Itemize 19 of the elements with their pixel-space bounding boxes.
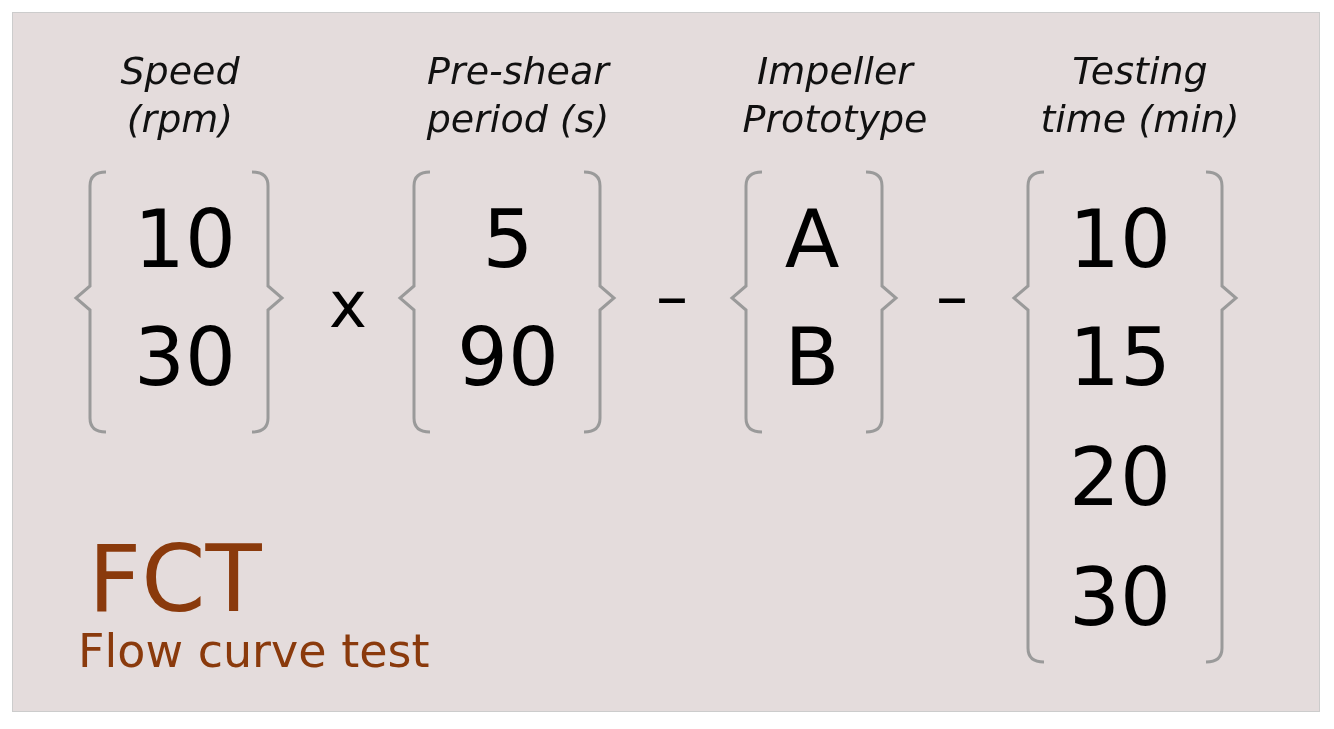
value-text: 20 xyxy=(1069,438,1171,518)
operator-sign: x xyxy=(329,273,367,337)
value-text: A xyxy=(784,200,840,280)
value-text: 10 xyxy=(134,200,236,280)
value-text: 10 xyxy=(1069,200,1171,280)
operator-sign: – xyxy=(936,264,968,328)
value-text: 5 xyxy=(482,200,534,280)
operator-sign: – xyxy=(656,264,688,328)
value-text: 30 xyxy=(134,318,236,398)
column-heading: Testing time (min) xyxy=(1039,47,1241,142)
column-heading: Speed (rpm) xyxy=(119,47,241,142)
test-name: Flow curve test xyxy=(78,623,431,681)
value-text: 30 xyxy=(1069,558,1171,638)
value-text: B xyxy=(784,318,840,398)
column-heading: Impeller Prototype xyxy=(741,47,929,142)
test-abbreviation: FCT xyxy=(88,534,262,626)
column-heading: Pre-shear period (s) xyxy=(425,47,612,142)
value-text: 90 xyxy=(457,318,559,398)
value-text: 15 xyxy=(1069,318,1171,398)
